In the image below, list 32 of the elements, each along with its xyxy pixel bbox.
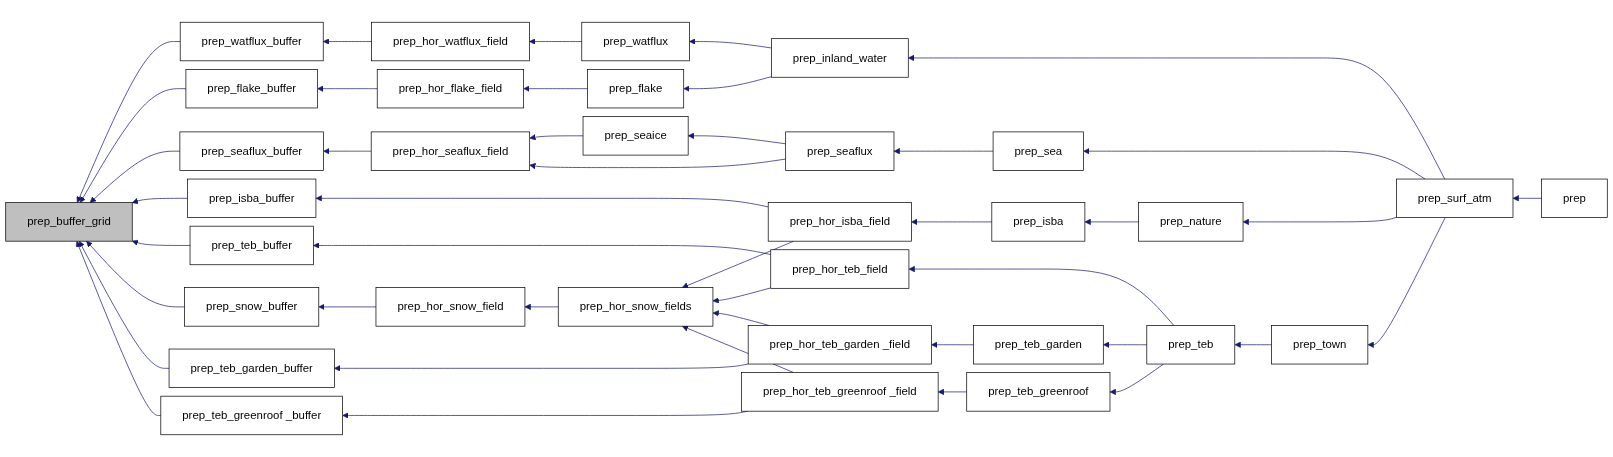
node-box: prep_buffer_grid — [5, 202, 133, 242]
node-box: prep_teb_greenroof _buffer — [160, 395, 343, 436]
node-box: prep_surf_atm — [1396, 178, 1514, 218]
node-box: prep_teb_garden_buffer — [168, 348, 335, 388]
node-box: prep_hor_teb_field — [770, 249, 910, 289]
node-box: prep_seaice — [582, 116, 689, 156]
node-box: prep_flake — [587, 69, 685, 109]
node-box: prep_teb_garden — [973, 325, 1104, 365]
node-box: prep_teb_buffer — [189, 225, 314, 266]
node-box: prep_hor_flake_field — [376, 69, 524, 109]
node-box: prep_isba_buffer — [187, 178, 317, 218]
node-box: prep_snow_buffer — [184, 287, 320, 327]
node-box: prep_teb_greenroof — [966, 372, 1111, 412]
node-box: prep_hor_teb_greenroof _field — [741, 372, 939, 412]
node-box: prep_inland_water — [771, 38, 909, 78]
node-box: prep_seaflux_buffer — [179, 131, 324, 171]
node-box: prep_town — [1271, 325, 1369, 365]
node-box: prep_watflux — [581, 21, 690, 62]
node-box: prep_nature — [1138, 202, 1244, 242]
node-box: prep_hor_watflux_field — [371, 21, 530, 62]
node-box: prep — [1541, 178, 1608, 218]
node-box: prep_hor_isba_field — [767, 202, 912, 242]
node-box: prep_flake_buffer — [185, 69, 318, 109]
node-box: prep_seaflux — [785, 131, 895, 171]
node-box: prep_isba — [991, 202, 1086, 242]
node-box: prep_hor_snow_fields — [557, 287, 714, 327]
node-box: prep_teb — [1146, 325, 1236, 365]
node-box: prep_hor_snow_field — [375, 287, 526, 327]
node-box: prep_sea — [992, 131, 1084, 171]
node-box: prep_hor_seaflux_field — [370, 131, 531, 171]
node-box: prep_watflux_buffer — [179, 21, 324, 62]
node-box: prep_hor_teb_garden _field — [747, 325, 932, 365]
